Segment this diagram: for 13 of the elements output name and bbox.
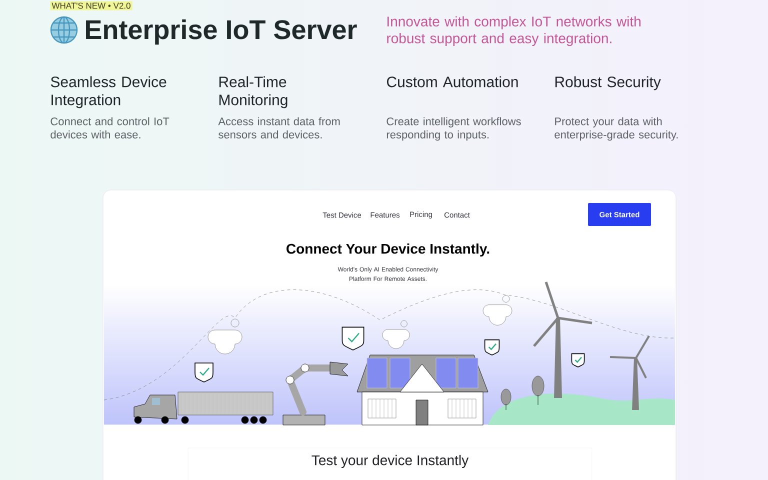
feature-heading: Real-Time Monitoring (219, 76, 288, 108)
feature-heading: Custom Automation (386, 76, 518, 88)
hero-heading: Connect Your Device Instantly. (286, 243, 490, 257)
test-panel: Test your device Instantly (188, 448, 592, 480)
feature-text: Access instant data from sensors and devices. (218, 117, 340, 138)
version-badge: WHAT'S NEW • V2.0 (50, 1, 132, 10)
feature-heading: Robust Security (555, 76, 661, 90)
tagline: Innovate with complex IoT networks with robust support and easy integration. (387, 16, 640, 46)
feature-text: Connect and control IoT devices with ease. (50, 117, 170, 138)
page-title: Enterprise IoT Server (86, 19, 357, 45)
feature-text: Create intelligent workflows responding to inputs. (386, 117, 521, 141)
feature-text: Protect your data with enterprise-grade security. (554, 117, 678, 141)
feature-heading: Seamless Device Integration (50, 76, 166, 108)
